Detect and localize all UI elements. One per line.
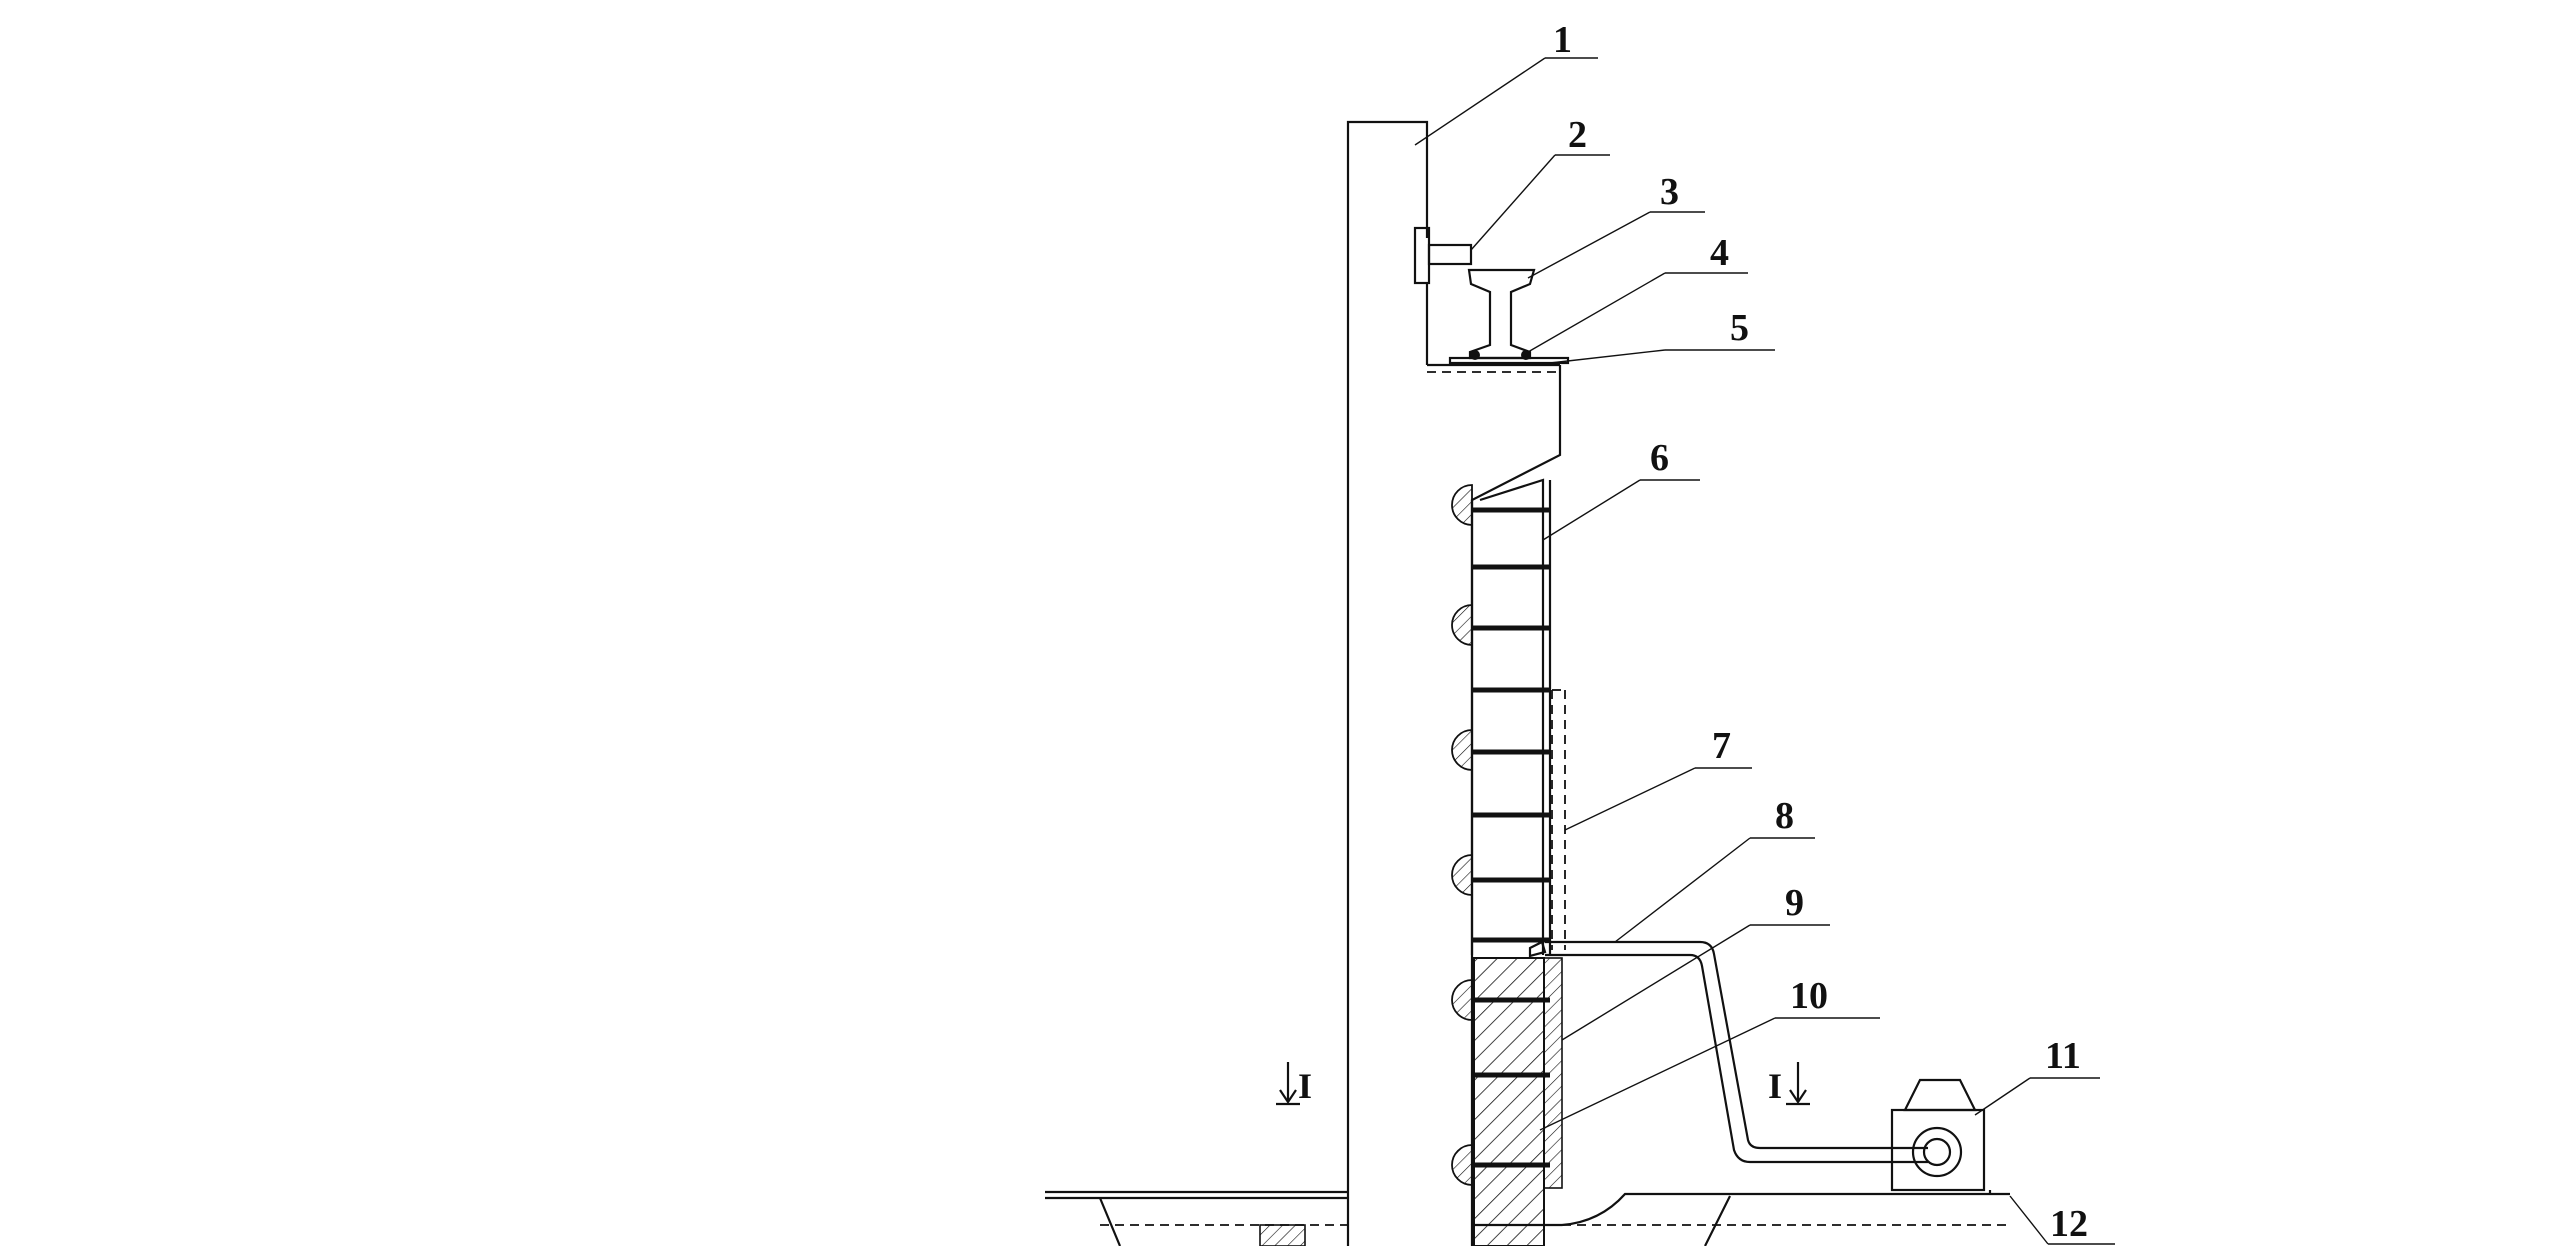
ground-slab <box>1045 1190 2010 1246</box>
callout-11: 11 <box>2045 1035 2081 1077</box>
callout-10: 10 <box>1790 975 1828 1017</box>
wall-bracket <box>1413 226 1473 285</box>
callout-9: 9 <box>1785 882 1804 924</box>
callout-6: 6 <box>1650 437 1669 479</box>
wall-column <box>1346 120 1560 1246</box>
callout-4: 4 <box>1710 232 1729 274</box>
callout-12: 12 <box>2050 1203 2088 1245</box>
dashed-formwork <box>1551 689 1566 950</box>
rail-base-plate <box>1427 350 1570 373</box>
callout-8: 8 <box>1775 795 1794 837</box>
callout-1: 1 <box>1553 19 1572 61</box>
bolt <box>1470 350 1480 360</box>
grout-pipe <box>1528 940 1928 1164</box>
climbing-ladder <box>1451 478 1550 1186</box>
callout-leaders: 1 2 3 4 5 6 7 8 9 10 <box>1414 19 2115 1245</box>
callout-7: 7 <box>1712 725 1731 767</box>
concrete-fill <box>1473 957 1563 1246</box>
callout-2: 2 <box>1568 114 1587 156</box>
callout-5: 5 <box>1730 307 1749 349</box>
callout-3: 3 <box>1660 171 1679 213</box>
grout-pump <box>1890 1078 1986 1192</box>
anchor-heads <box>1451 484 1473 1186</box>
rail-section <box>1467 268 1536 360</box>
section-mark-left: I <box>1298 1066 1312 1106</box>
section-markers: I I <box>1276 1062 1810 1106</box>
section-mark-right: I <box>1768 1066 1782 1106</box>
